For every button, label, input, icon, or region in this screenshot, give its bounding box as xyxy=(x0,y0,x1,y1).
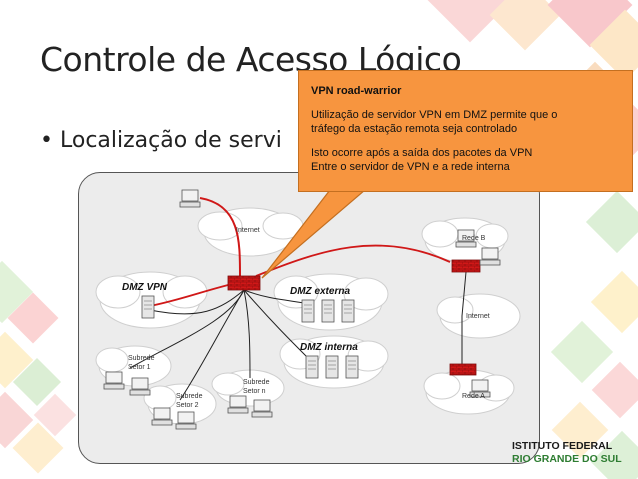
bullet-text: • Localização de servi xyxy=(40,128,282,153)
cloud-internet-top xyxy=(197,207,304,257)
pc-icon xyxy=(175,411,197,430)
bullet-label: Localização de servi xyxy=(59,128,282,153)
label-rede-a: Rede A xyxy=(462,393,485,400)
cloud-rede-a xyxy=(423,369,515,415)
callout-line-2: tráfego da estação remota seja controlad… xyxy=(311,123,518,135)
callout-box: VPN road-warrior Utilização de servidor … xyxy=(298,70,633,192)
server-icon xyxy=(341,299,355,323)
firewall-rede-a-icon xyxy=(449,363,477,376)
label-internet-top: Internet xyxy=(236,227,260,234)
label-dmz-externa: DMZ externa xyxy=(290,286,350,297)
vpn-server-icon xyxy=(141,295,155,319)
label-subrede-2-b: Setor 2 xyxy=(176,402,199,409)
roadwarrior-pc-icon xyxy=(179,189,201,208)
label-subrede-1-a: Subrede xyxy=(128,355,155,362)
server-icon xyxy=(301,299,315,323)
internal-links xyxy=(129,289,311,401)
cloud-internet-right xyxy=(436,293,521,339)
server-icon xyxy=(305,355,319,379)
link-firewall-b-internet xyxy=(461,271,467,364)
pc-icon xyxy=(129,377,151,396)
pc-icon xyxy=(227,395,249,414)
firewall-rede-b-icon xyxy=(451,259,481,273)
institution-name-line-1: ISTITUTO FEDERAL xyxy=(512,440,613,452)
label-internet-right: Internet xyxy=(466,313,490,320)
label-rede-b: Rede B xyxy=(462,235,486,242)
pc-icon xyxy=(103,371,125,390)
pc-icon xyxy=(251,399,273,418)
institution-logo: ISTITUTO FEDERAL RIO GRANDE DO SUL xyxy=(512,440,622,466)
firewall-central-icon xyxy=(227,275,261,291)
label-subrede-1-b: Setor 1 xyxy=(128,364,151,371)
callout-title: VPN road-warrior xyxy=(311,85,402,97)
label-subrede-n-b: Setor n xyxy=(243,388,266,395)
server-icon xyxy=(345,355,359,379)
pc-icon xyxy=(479,247,501,266)
label-dmz-vpn: DMZ VPN xyxy=(122,282,168,293)
link-firewall-rede-b xyxy=(255,244,451,277)
label-subrede-n-a: Subrede xyxy=(243,379,270,386)
callout-line-4: Entre o servidor de VPN e a rede interna xyxy=(311,161,510,173)
callout-line-3: Isto ocorre após a saída dos pacotes da … xyxy=(311,147,533,159)
server-icon xyxy=(325,355,339,379)
link-roadwarrior-firewall xyxy=(199,197,241,277)
server-icon xyxy=(321,299,335,323)
pc-icon xyxy=(151,407,173,426)
label-subrede-2-a: Subrede xyxy=(176,393,203,400)
link-firewall-vpn xyxy=(149,283,233,307)
callout-line-1: Utilização de servidor VPN em DMZ permit… xyxy=(311,109,558,121)
institution-name-line-2: RIO GRANDE DO SUL xyxy=(512,453,622,465)
label-dmz-interna: DMZ interna xyxy=(300,342,358,353)
